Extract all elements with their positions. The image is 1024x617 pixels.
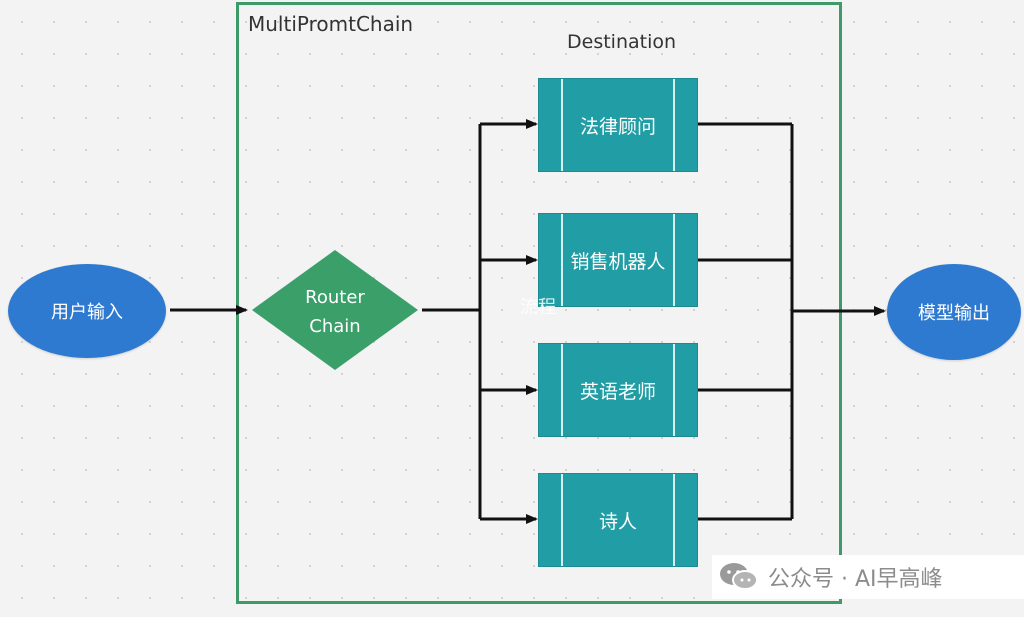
watermark-text: 公众号 · AI早高峰	[768, 567, 943, 592]
destination-label-4: 诗人	[598, 510, 637, 533]
router-line-1: Router	[305, 287, 365, 308]
frame-title: MultiPromtChain	[248, 12, 414, 36]
router-chain-label: Router Chain	[252, 283, 418, 341]
destination-title: Destination	[567, 31, 677, 53]
destination-label-3: 英语老师	[579, 380, 656, 403]
router-line-2: Chain	[309, 316, 361, 337]
multi-prompt-chain-frame	[236, 2, 842, 604]
user-input-label: 用户输入	[51, 302, 123, 323]
model-output-node[interactable]: 模型输出	[887, 264, 1021, 360]
watermark-badge: 公众号 · AI早高峰	[712, 555, 1024, 599]
router-chain-node[interactable]: Router Chain	[252, 250, 418, 370]
destination-poet[interactable]: 诗人	[538, 473, 698, 567]
user-input-node[interactable]: 用户输入	[8, 264, 166, 358]
destination-label-1: 法律顾问	[579, 115, 656, 138]
router-diamond-shape	[252, 250, 418, 370]
destination-legal-advisor[interactable]: 法律顾问	[538, 78, 698, 172]
destination-sales-bot[interactable]: 销售机器人	[538, 213, 698, 307]
wechat-icon	[718, 561, 760, 593]
destination-english-teacher[interactable]: 英语老师	[538, 343, 698, 437]
destination-label-2: 销售机器人	[570, 250, 666, 273]
overlay-flow-text: 流程	[520, 297, 556, 318]
model-output-label: 模型输出	[918, 303, 990, 324]
